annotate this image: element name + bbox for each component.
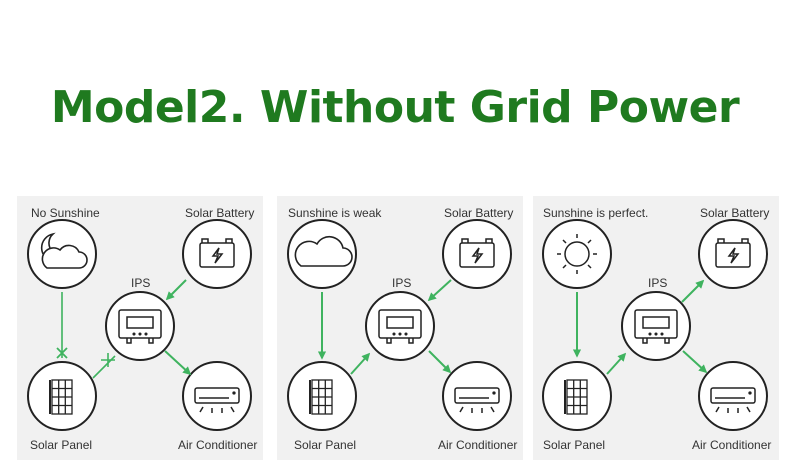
battery-to-inverter-arrow [165, 279, 187, 301]
sun-icon [557, 234, 597, 274]
solar-panel-node [27, 361, 97, 431]
air-conditioner-label: Air Conditioner [692, 438, 772, 452]
sky-node [542, 219, 612, 289]
air-conditioner-node [182, 361, 252, 431]
moon-cloud-icon [40, 232, 88, 269]
solar-panel-node [542, 361, 612, 431]
solar-panel-icon [309, 379, 333, 415]
battery-node [442, 219, 512, 289]
inverter-label: IPS [392, 276, 412, 290]
flow-diagram [287, 219, 512, 431]
inverter-node [105, 291, 175, 361]
air-conditioner-icon [454, 387, 500, 413]
connection-plus-icon [101, 353, 115, 367]
air-conditioner-label: Air Conditioner [438, 438, 518, 452]
scenario-panel-no-sunshine: No Sunshine Solar Battery IPS Solar Pane… [17, 196, 263, 460]
air-conditioner-label: Air Conditioner [178, 438, 258, 452]
battery-label: Solar Battery [444, 206, 514, 220]
solar-panel-icon [49, 379, 73, 415]
battery-label: Solar Battery [700, 206, 770, 220]
air-conditioner-icon [194, 387, 240, 413]
inverter-node [621, 291, 691, 361]
inverter-node [365, 291, 435, 361]
inverter-icon [378, 309, 422, 344]
flow-diagram [542, 219, 768, 431]
sky-node [287, 219, 357, 289]
sun-condition-label: Sunshine is weak [288, 206, 382, 220]
battery-icon [199, 238, 235, 268]
inverter-to-ac-arrow [428, 350, 452, 374]
inverter-icon [118, 309, 162, 344]
page-title: Model2. Without Grid Power [50, 82, 740, 133]
cloud-icon [294, 235, 353, 267]
inverter-to-ac-arrow [164, 350, 192, 376]
inverter-to-ac-arrow [682, 350, 708, 374]
battery-node [698, 219, 768, 289]
air-conditioner-icon [710, 387, 756, 413]
solar-panel-label: Solar Panel [294, 438, 357, 452]
battery-icon [715, 238, 751, 268]
battery-node [182, 219, 252, 289]
blocked-x-icon [56, 347, 68, 359]
solar-panel-label: Solar Panel [30, 438, 93, 452]
panel-to-inverter-arrow [350, 352, 371, 375]
inverter-label: IPS [131, 276, 151, 290]
solar-panel-icon [564, 379, 588, 415]
solar-panel-node [287, 361, 357, 431]
inverter-icon [634, 309, 678, 344]
sun-condition-label: Sunshine is perfect. [543, 206, 649, 220]
panel-to-inverter-arrow [606, 352, 627, 375]
scenario-panel-perfect-sunshine: Sunshine is perfect. Solar Battery IPS S… [533, 196, 779, 460]
flow-diagram [27, 219, 252, 431]
air-conditioner-node [698, 361, 768, 431]
air-conditioner-node [442, 361, 512, 431]
inverter-to-battery-arrow [681, 279, 705, 303]
sun-condition-label: No Sunshine [31, 206, 100, 220]
inverter-label: IPS [648, 276, 668, 290]
scenario-panel-weak-sunshine: Sunshine is weak Solar Battery IPS Solar… [277, 196, 523, 460]
battery-label: Solar Battery [185, 206, 255, 220]
battery-icon [459, 238, 495, 268]
sky-node [27, 219, 97, 289]
battery-to-inverter-arrow [427, 279, 452, 302]
solar-panel-label: Solar Panel [543, 438, 606, 452]
